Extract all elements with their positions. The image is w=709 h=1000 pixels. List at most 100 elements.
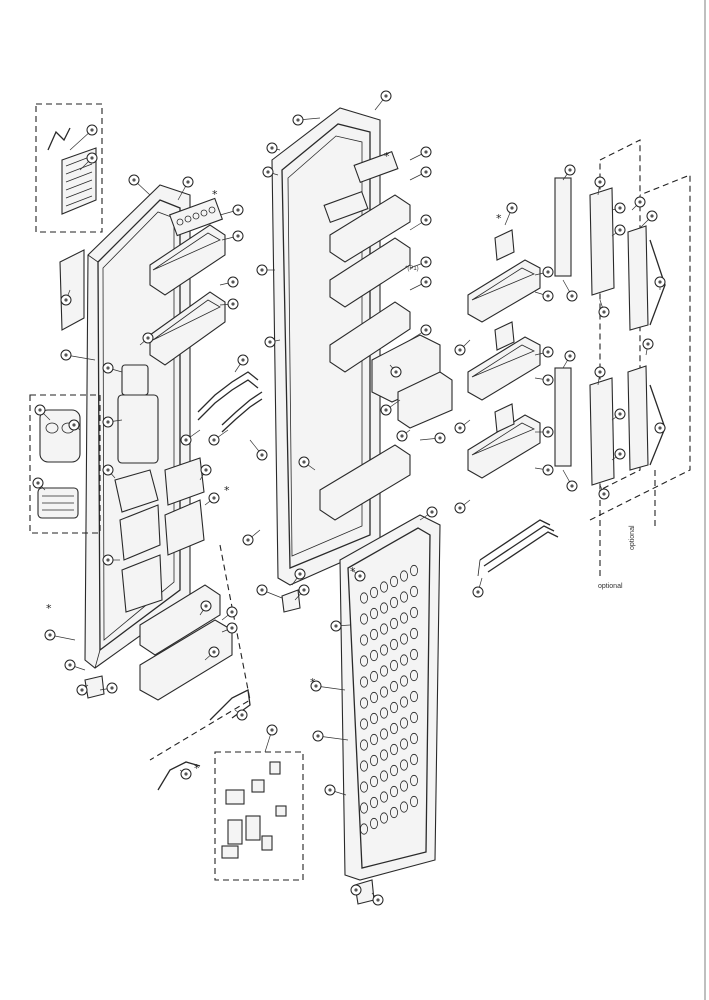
- panel-hole: [389, 596, 398, 609]
- panel-hole: [369, 649, 378, 662]
- callout-number-mark: [458, 506, 462, 510]
- panel-hole: [359, 781, 368, 793]
- callout-number-mark: [358, 574, 362, 578]
- panel-hole: [359, 655, 368, 667]
- callout-number-mark: [598, 180, 602, 184]
- panel-hole: [369, 712, 378, 725]
- callout-number-mark: [400, 434, 404, 438]
- bottom-door-panel: [339, 514, 441, 881]
- panel-hole: [369, 586, 378, 599]
- callout-number-mark: [394, 370, 398, 374]
- panel-hole: [399, 612, 408, 624]
- panel-hole: [359, 739, 368, 751]
- callout-number-mark: [241, 358, 245, 362]
- callout-number-mark: [316, 734, 320, 738]
- panel-hole: [399, 780, 408, 792]
- right-bins-column: [467, 229, 541, 479]
- callout-number-mark: [260, 268, 264, 272]
- callout-number-mark: [546, 430, 550, 434]
- star-mark: *: [224, 484, 230, 497]
- panel-hole: [369, 817, 378, 830]
- callout-number-mark: [570, 294, 574, 298]
- panel-hole: [359, 823, 368, 835]
- callout-number-mark: [658, 280, 662, 284]
- panel-hole: [369, 796, 378, 809]
- star-mark: *: [310, 676, 316, 689]
- panel-hole: [359, 760, 368, 772]
- callout-number-mark: [212, 438, 216, 442]
- panel-hole: [409, 711, 418, 724]
- panel-hole: [409, 774, 418, 787]
- callout-number-mark: [570, 484, 574, 488]
- callout-number-mark: [260, 588, 264, 592]
- panel-hole: [369, 733, 378, 746]
- panel-hole: [389, 701, 398, 714]
- panel-hole: [359, 697, 368, 709]
- panel-hole: [369, 775, 378, 788]
- panel-hole: [379, 581, 388, 593]
- panel-hole: [379, 707, 388, 719]
- panel-hole: [379, 791, 388, 803]
- panel-hole: [409, 669, 418, 682]
- panel-hole: [399, 801, 408, 813]
- callout-number-mark: [618, 412, 622, 416]
- panel-hole: [389, 638, 398, 651]
- grille-detail-box: [35, 103, 103, 233]
- panel-hole: [389, 659, 398, 672]
- callout-number-mark: [36, 481, 40, 485]
- panel-hole: [379, 686, 388, 698]
- callout-number-mark: [328, 788, 332, 792]
- callout-number-mark: [354, 888, 358, 892]
- callout-number-mark: [72, 423, 76, 427]
- callout-number-mark: [546, 294, 550, 298]
- star-mark: *: [384, 150, 390, 163]
- callout-number-mark: [106, 468, 110, 472]
- panel-hole: [409, 564, 418, 577]
- panel-hole: [389, 722, 398, 735]
- callout-number-mark: [110, 686, 114, 690]
- panel-hole: [379, 623, 388, 635]
- callout-number-mark: [212, 650, 216, 654]
- callout-number-mark: [618, 206, 622, 210]
- callout-number-mark: [270, 146, 274, 150]
- optional-label-bottom: optional: [598, 583, 623, 590]
- callout-number-mark: [38, 408, 42, 412]
- callout-number-mark: [546, 270, 550, 274]
- panel-hole: [359, 676, 368, 688]
- callout-number-mark: [236, 208, 240, 212]
- callout-number-mark: [240, 713, 244, 717]
- callout-number-mark: [646, 342, 650, 346]
- callout-number-mark: [204, 468, 208, 472]
- panel-hole: [399, 717, 408, 729]
- optional-label-right: optional: [629, 525, 636, 550]
- panel-hole: [399, 759, 408, 771]
- callout-number-mark: [302, 588, 306, 592]
- callout-number-mark: [90, 128, 94, 132]
- callout-number-mark: [510, 206, 514, 210]
- panel-hole: [409, 732, 418, 745]
- lower-bins-group: [139, 544, 251, 791]
- callout-number-mark: [568, 354, 572, 358]
- callout-number-mark: [424, 218, 428, 222]
- panel-hole: [369, 607, 378, 620]
- callout-number-mark: [132, 178, 136, 182]
- callout-number-mark: [298, 572, 302, 576]
- panel-hole: [389, 806, 398, 819]
- callout-number-mark: [184, 772, 188, 776]
- callout-number-mark: [268, 340, 272, 344]
- star-mark: *: [46, 602, 52, 615]
- star-mark: *: [496, 212, 502, 225]
- callout-number-mark: [106, 558, 110, 562]
- panel-hole: [409, 606, 418, 619]
- panel-hole: [389, 617, 398, 630]
- callout-number-mark: [638, 200, 642, 204]
- callout-number-mark: [650, 214, 654, 218]
- panel-hole: [399, 633, 408, 645]
- star-mark: *: [350, 565, 356, 578]
- callout-number-mark: [246, 538, 250, 542]
- callout-number-mark: [424, 280, 428, 284]
- callout-number-mark: [230, 626, 234, 630]
- panel-hole: [399, 675, 408, 687]
- callout-number-mark: [424, 328, 428, 332]
